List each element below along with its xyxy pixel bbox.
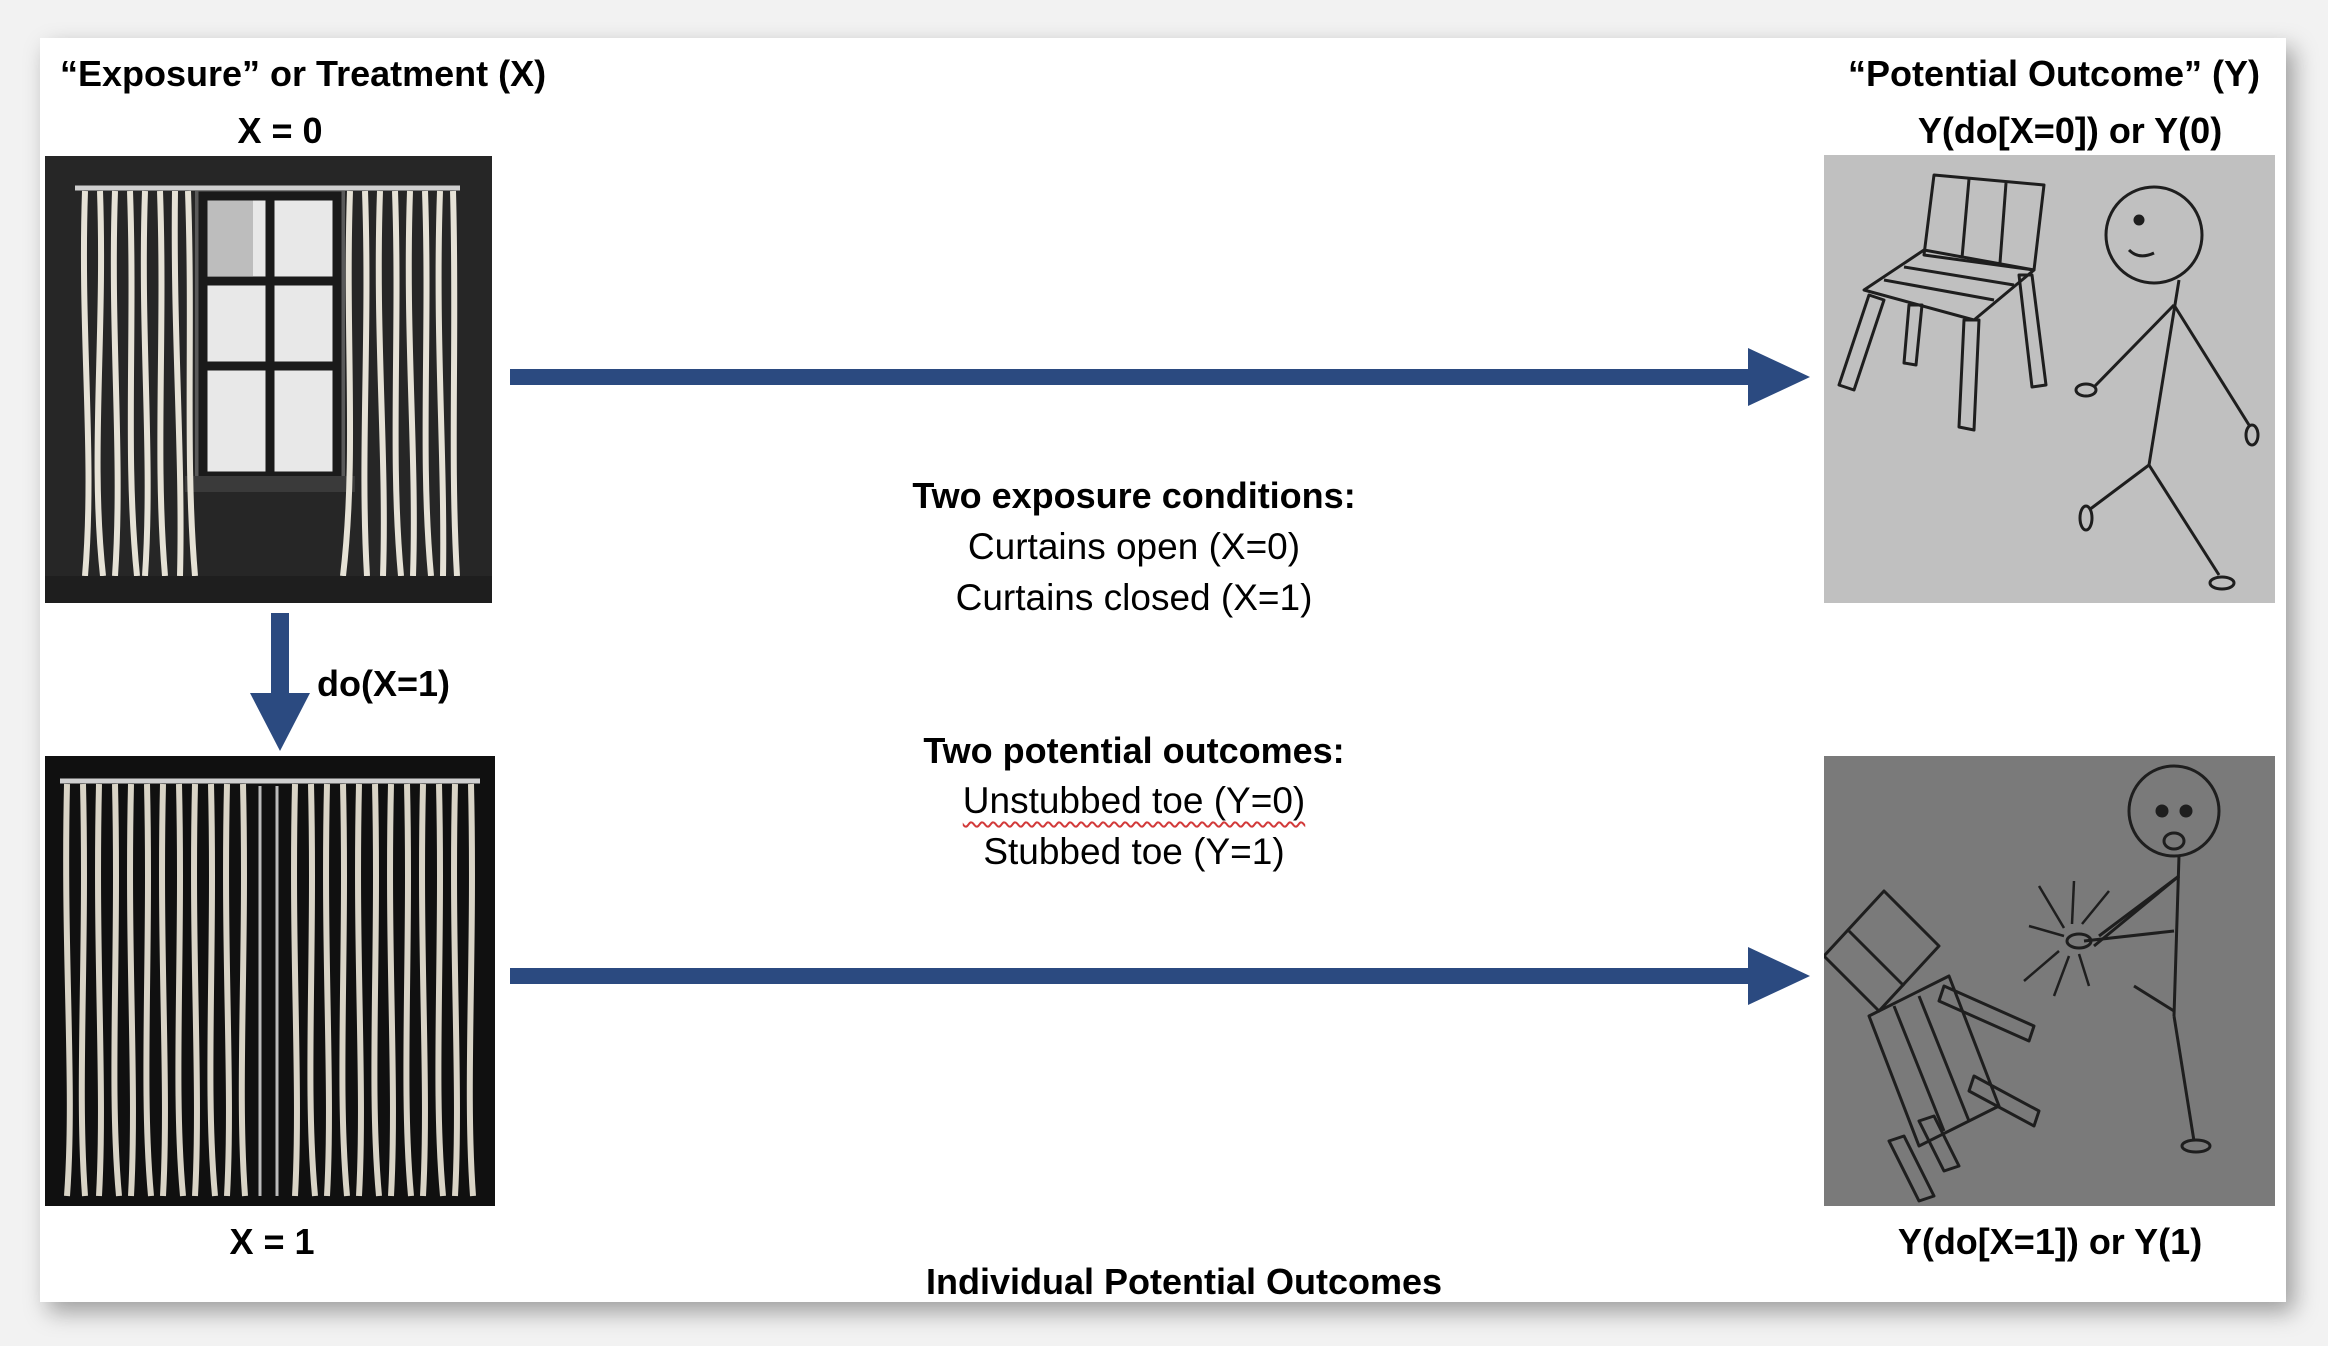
diagram-caption: Individual Potential Outcomes xyxy=(925,1261,1443,1302)
curtains-open-image xyxy=(45,156,492,603)
exposure-condition-item: Curtains open (X=0) xyxy=(967,526,1301,567)
curtains-closed-image xyxy=(45,756,495,1206)
arrow-bottom xyxy=(510,947,1810,1005)
y1-label: Y(do[X=1]) or Y(1) xyxy=(1897,1221,2203,1262)
diagram-canvas: “Exposure” or Treatment (X) “Potential O… xyxy=(40,38,2286,1302)
x1-label: X = 1 xyxy=(229,1221,315,1262)
potential-outcome-item-text: Unstubbed toe (Y=0) xyxy=(962,780,1306,821)
stubbed-toe-image xyxy=(1824,756,2275,1206)
potential-outcome-item: Unstubbed toe (Y=0) xyxy=(963,782,1305,819)
exposure-header: “Exposure” or Treatment (X) xyxy=(60,53,547,94)
unstubbed-toe-image xyxy=(1824,155,2275,603)
down-arrow xyxy=(250,613,310,751)
exposure-condition-item: Curtains closed (X=1) xyxy=(955,577,1313,618)
y0-label: Y(do[X=0]) or Y(0) xyxy=(1917,110,2223,151)
x0-label: X = 0 xyxy=(237,110,323,151)
do-label: do(X=1) xyxy=(317,663,451,704)
arrow-top xyxy=(510,348,1810,406)
outcome-header: “Potential Outcome” (Y) xyxy=(1848,53,2261,94)
exposure-conditions-heading: Two exposure conditions: xyxy=(912,475,1356,516)
potential-outcome-item: Stubbed toe (Y=1) xyxy=(983,831,1285,872)
potential-outcomes-heading: Two potential outcomes: xyxy=(923,730,1345,771)
